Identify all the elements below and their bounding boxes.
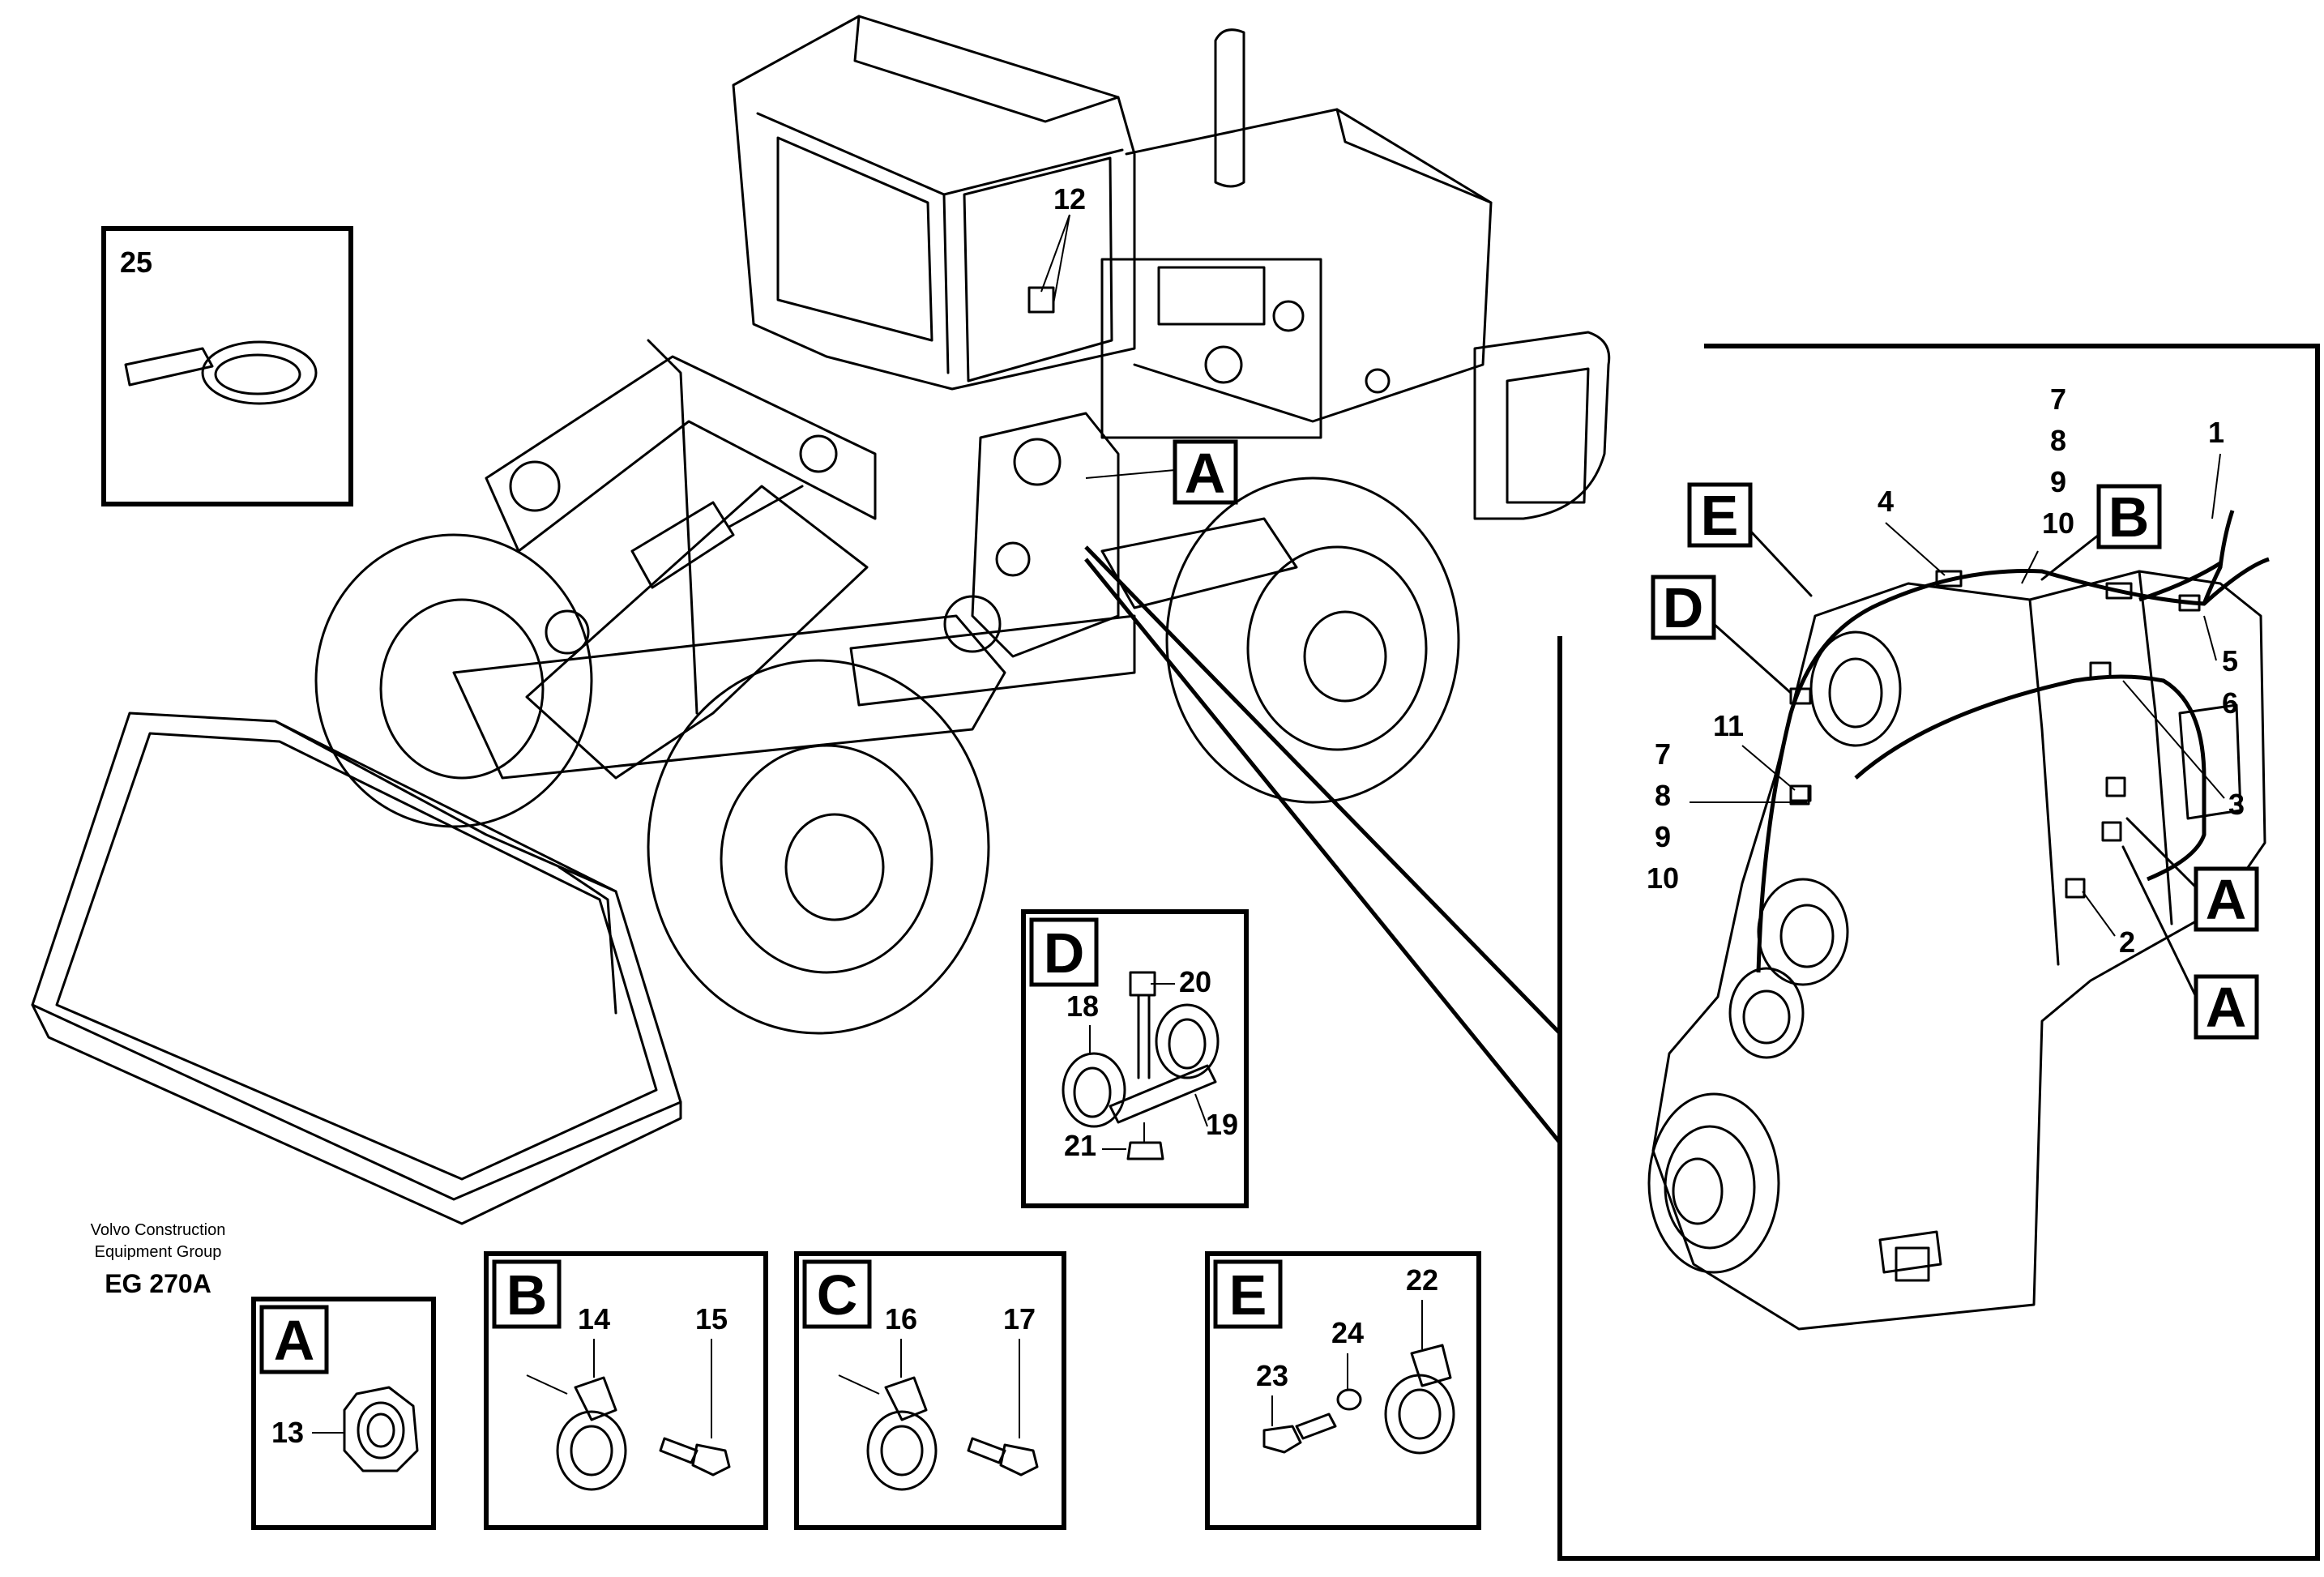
clamp-e-icon [1262,1300,1455,1455]
detail-25: 25 [101,226,353,506]
credit-block: Volvo Construction Equipment Group EG 27… [91,1221,226,1298]
svg-text:10: 10 [1647,861,1679,895]
svg-text:19: 19 [1206,1108,1238,1141]
svg-text:20: 20 [1179,965,1211,998]
svg-text:EG 270A: EG 270A [105,1269,211,1298]
svg-text:8: 8 [1655,779,1671,812]
transmission-detail: E D B A A 1 4 7 8 9 10 [1557,344,2320,1561]
svg-text:16: 16 [885,1302,917,1336]
svg-text:1: 1 [2208,416,2224,449]
clamp-c-icon [838,1339,1039,1491]
svg-text:4: 4 [1878,485,1894,518]
detail-a: A 13 [251,1297,436,1530]
svg-text:23: 23 [1256,1359,1288,1392]
transmission-housing [1647,570,2266,1331]
detail-leader-upper [1084,545,1562,1041]
svg-text:B: B [506,1263,548,1327]
callout-d-trans: D [1651,575,1792,694]
svg-text:8: 8 [2050,424,2066,457]
callout-a-main: A [1173,439,1238,505]
detail-c: C 16 17 [794,1251,1066,1530]
bucket [31,712,682,1225]
svg-text:9: 9 [2050,465,2066,498]
nut-icon [343,1386,419,1472]
svg-text:A: A [1185,442,1226,505]
callout-a-trans-upper: A [2125,817,2259,932]
clamp-b-icon [526,1339,731,1491]
svg-text:Equipment Group: Equipment Group [95,1243,222,1261]
svg-text:6: 6 [2222,686,2238,720]
svg-text:7: 7 [1655,737,1671,771]
svg-text:A: A [2206,976,2247,1039]
front-wheel [647,659,990,1035]
wiring-harness [1756,557,2270,973]
svg-text:21: 21 [1064,1129,1096,1162]
part-label-12: 12 [1053,182,1086,216]
svg-text:3: 3 [2228,788,2245,821]
svg-text:25: 25 [120,246,152,279]
svg-text:D: D [1044,921,1085,985]
svg-text:D: D [1663,576,1704,639]
svg-text:2: 2 [2119,925,2135,959]
detail-b: B 14 15 [484,1251,768,1530]
callout-e-trans: E [1687,482,1813,597]
left-front-wheel [314,533,593,828]
svg-text:5: 5 [2222,644,2238,677]
svg-text:10: 10 [2042,506,2074,540]
svg-text:7: 7 [2050,382,2066,416]
svg-text:18: 18 [1066,989,1099,1023]
callout-b-trans: B [2040,484,2162,581]
detail-leader-lower [1084,558,1561,1144]
svg-text:Volvo Construction: Volvo Construction [91,1221,226,1239]
wheel-loader-illustration [31,15,1611,1225]
svg-text:24: 24 [1331,1316,1364,1349]
svg-text:E: E [1701,484,1739,547]
detail-e: E 22 24 23 [1205,1251,1481,1530]
svg-text:B: B [2108,485,2150,549]
svg-text:C: C [817,1263,858,1327]
svg-text:11: 11 [1713,709,1744,742]
svg-text:14: 14 [578,1302,610,1336]
callout-a-trans-lower: A [2121,845,2259,1040]
svg-text:A: A [274,1309,315,1372]
svg-text:15: 15 [695,1302,728,1336]
rear-wheel [1165,477,1460,804]
cable-tie-icon [124,340,318,405]
svg-text:13: 13 [271,1416,304,1449]
clamp-d-icon [1062,971,1220,1160]
detail-d: D 20 18 19 21 [1021,909,1249,1208]
svg-text:9: 9 [1655,820,1671,853]
svg-text:E: E [1229,1263,1267,1327]
svg-text:17: 17 [1003,1302,1036,1336]
svg-text:22: 22 [1406,1263,1438,1297]
svg-text:A: A [2206,868,2247,931]
